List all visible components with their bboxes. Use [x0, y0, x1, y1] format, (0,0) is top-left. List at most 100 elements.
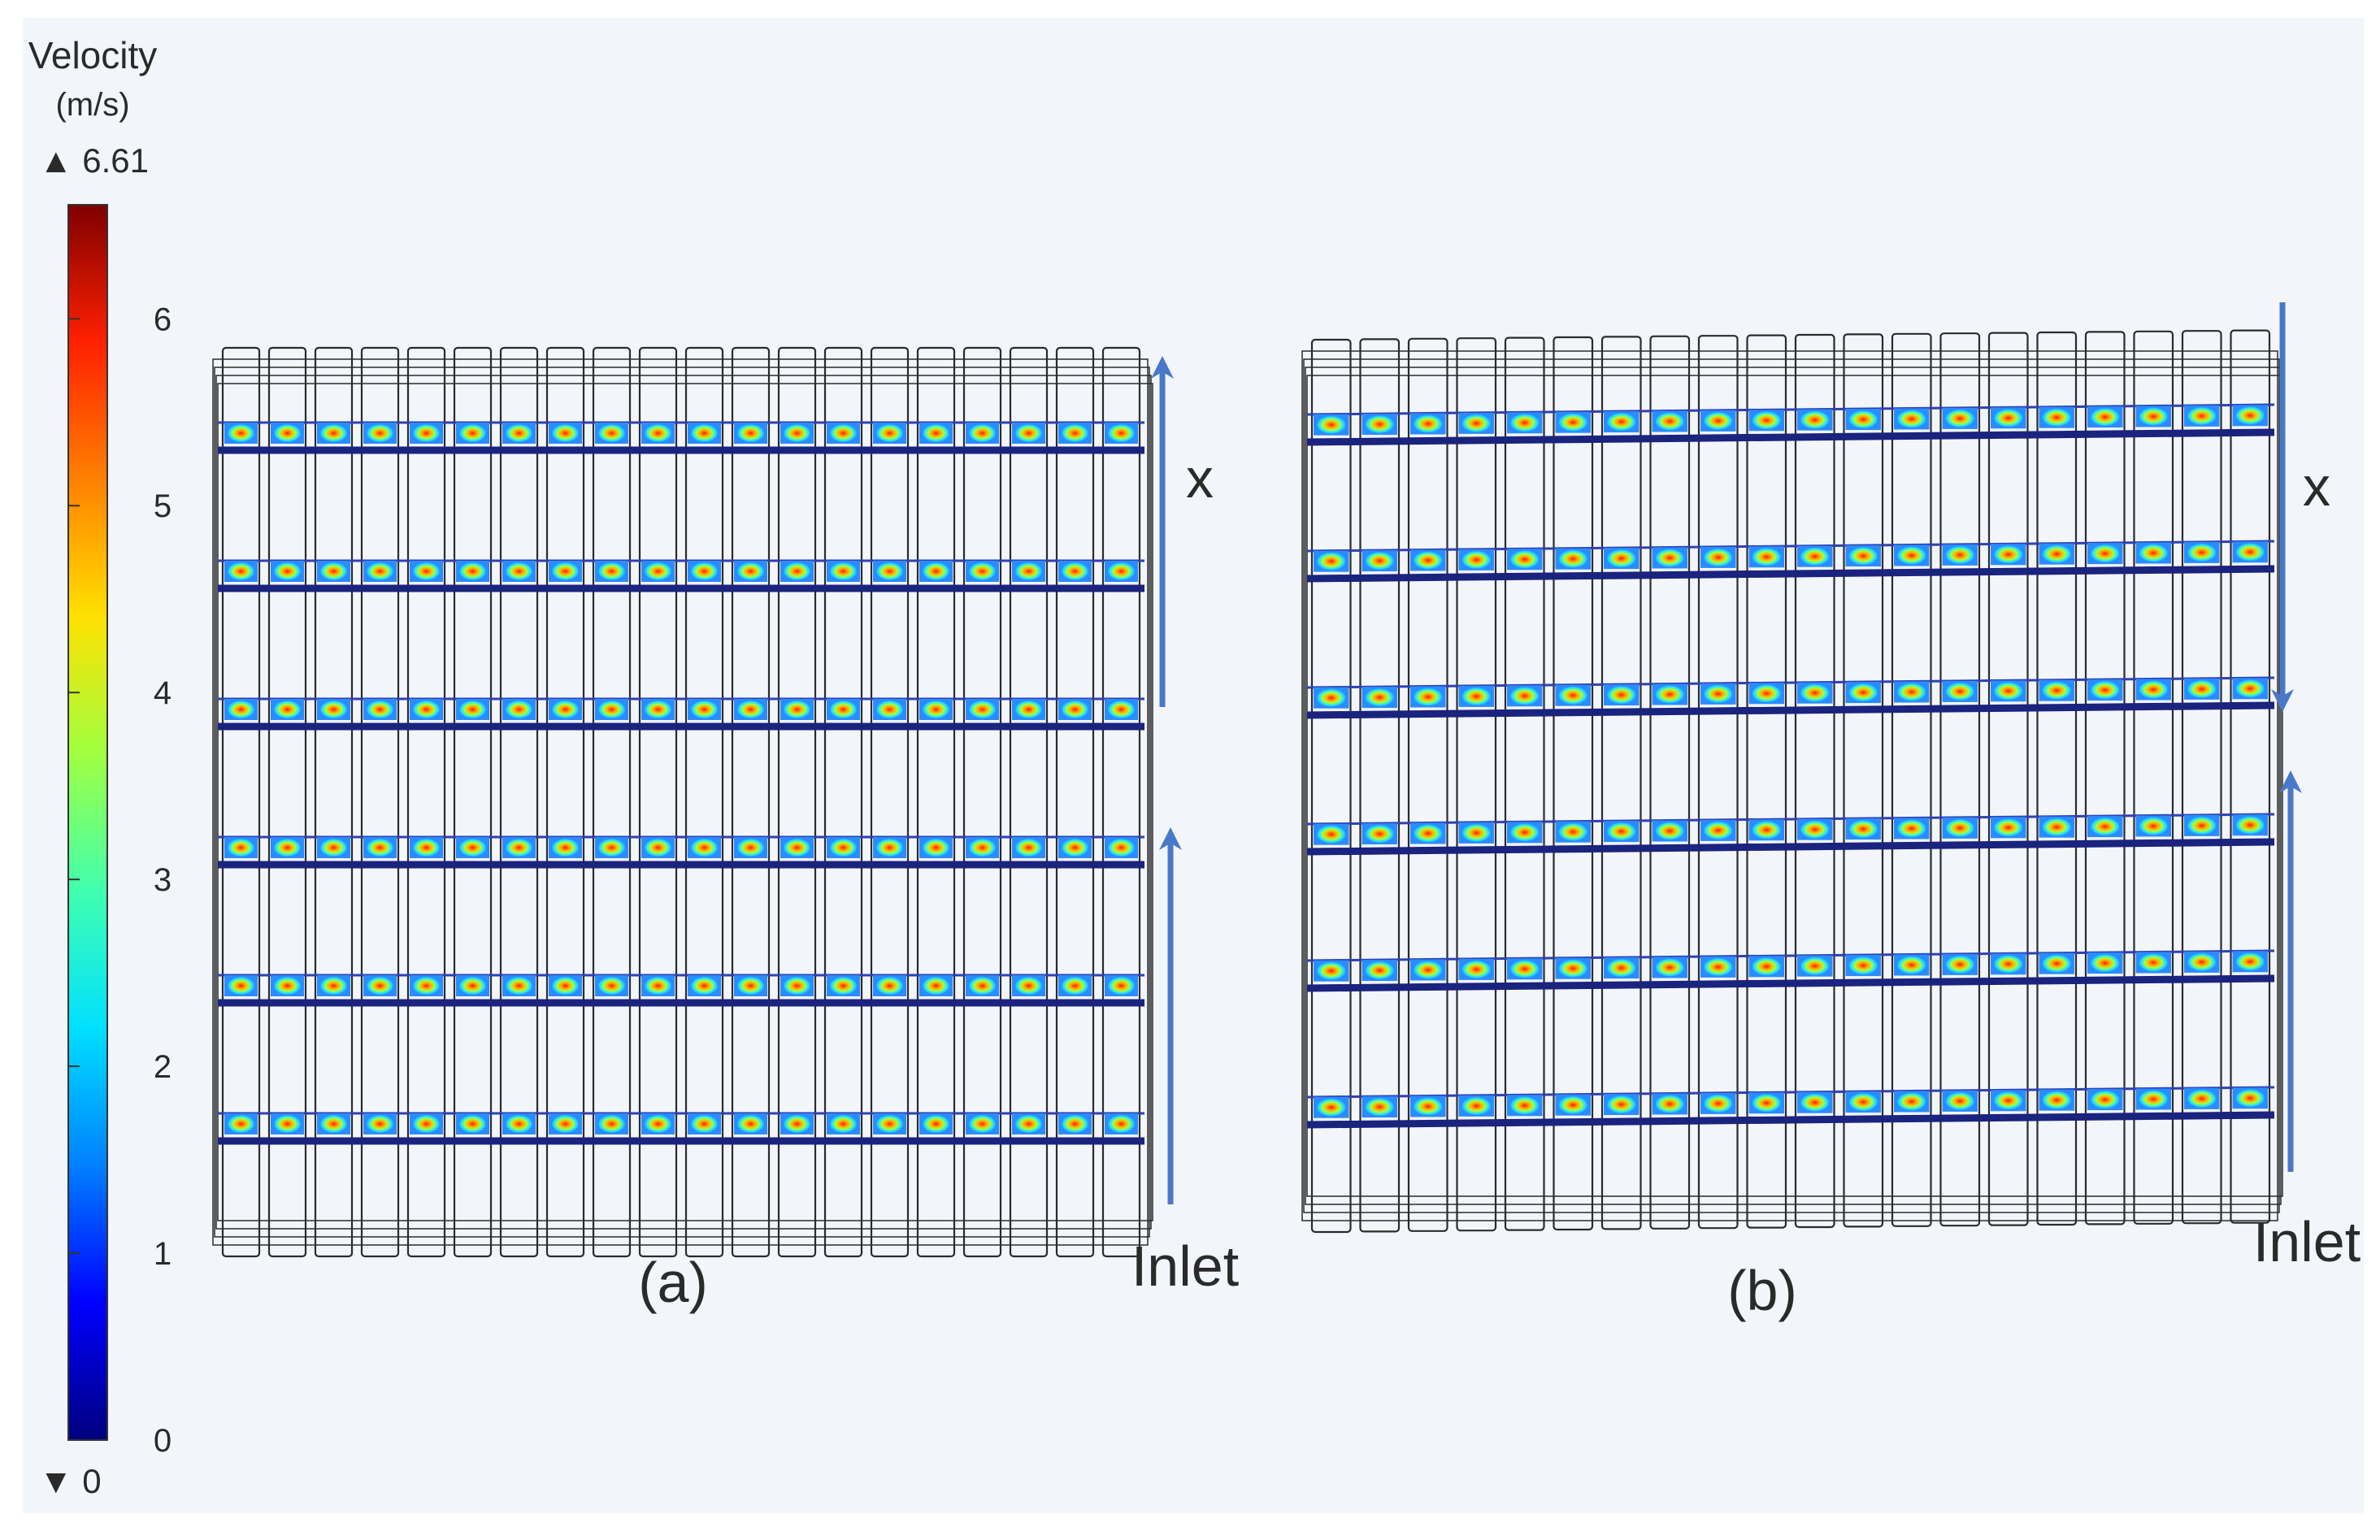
channel-outline: [2230, 329, 2271, 1224]
velocity-core: [1461, 550, 1491, 569]
velocity-core: [598, 701, 625, 718]
flow-band: [1306, 838, 2275, 856]
channel-outline: [499, 346, 539, 1258]
velocity-core: [1848, 683, 1878, 702]
velocity-core: [2235, 679, 2265, 698]
velocity-core: [2091, 544, 2120, 563]
velocity-core: [598, 1115, 625, 1133]
channel-outline: [1600, 336, 1642, 1230]
velocity-core: [1945, 409, 1974, 427]
panel-b: [1301, 329, 2283, 1234]
velocity-core: [1994, 1091, 2023, 1110]
velocity-core: [1062, 1115, 1088, 1133]
flow-band: [1306, 974, 2275, 992]
channel-outline: [1794, 333, 1835, 1229]
velocity-core: [320, 1115, 347, 1133]
channel-outline: [638, 346, 678, 1258]
velocity-core: [830, 977, 857, 995]
panel-b-x-label: x: [2303, 456, 2330, 518]
channel-outline: [1055, 346, 1095, 1258]
velocity-core: [923, 562, 949, 580]
velocity-core: [1800, 547, 1830, 566]
velocity-core: [552, 562, 579, 580]
velocity-core: [506, 839, 532, 857]
velocity-core: [2139, 407, 2168, 426]
velocity-core: [2042, 681, 2071, 700]
channel-outline: [1359, 338, 1401, 1233]
velocity-core: [552, 424, 579, 442]
velocity-core: [1510, 960, 1540, 978]
velocity-core: [1994, 955, 2023, 974]
velocity-core: [598, 562, 625, 580]
velocity-core: [1897, 410, 1926, 428]
velocity-core: [1897, 546, 1926, 565]
velocity-core: [1994, 409, 2023, 427]
velocity-core: [2091, 954, 2120, 973]
velocity-core: [830, 701, 857, 718]
velocity-core: [1108, 701, 1135, 718]
velocity-core: [1558, 549, 1587, 568]
velocity-core: [459, 977, 486, 995]
velocity-core: [691, 701, 718, 718]
velocity-core: [228, 839, 254, 857]
velocity-core: [1607, 686, 1636, 705]
velocity-core: [691, 977, 718, 995]
velocity-core: [1510, 823, 1540, 842]
channel-outline: [360, 346, 400, 1258]
panel-a-x-label: x: [1186, 448, 1214, 510]
velocity-core: [1704, 684, 1733, 703]
velocity-core: [1062, 562, 1088, 580]
velocity-core: [923, 1115, 949, 1133]
velocity-core: [1015, 1115, 1042, 1133]
velocity-core: [413, 562, 440, 580]
velocity-core: [274, 839, 301, 857]
channel-outline: [2133, 330, 2174, 1225]
velocity-core: [1414, 414, 1443, 433]
velocity-core: [228, 562, 254, 580]
velocity-core: [228, 424, 254, 442]
channel-outline: [1939, 332, 1981, 1227]
velocity-core: [1015, 977, 1042, 995]
channel-outline: [545, 346, 585, 1258]
channel-outline: [1746, 334, 1787, 1229]
velocity-core: [2187, 952, 2217, 971]
velocity-core: [2139, 1090, 2168, 1108]
velocity-core: [1317, 825, 1346, 844]
velocity-core: [1062, 839, 1088, 857]
velocity-core: [1704, 411, 1733, 430]
velocity-core: [2139, 680, 2168, 699]
velocity-core: [1945, 1091, 1974, 1110]
panel-a-arrows: x Inlet: [1131, 356, 1239, 1298]
channel-outline: [1553, 336, 1594, 1231]
channel-outline: [1697, 335, 1739, 1230]
colorbar-tick-label: 3: [154, 862, 172, 898]
velocity-core: [1317, 552, 1346, 570]
velocity-core: [923, 839, 949, 857]
velocity-core: [923, 424, 949, 442]
velocity-core: [1062, 977, 1088, 995]
velocity-core: [969, 562, 996, 580]
velocity-core: [228, 1115, 254, 1133]
velocity-core: [320, 701, 347, 718]
velocity-core: [691, 424, 718, 442]
velocity-core: [1365, 688, 1394, 707]
velocity-core: [1848, 957, 1878, 975]
velocity-core: [1558, 413, 1587, 432]
velocity-core: [1461, 960, 1491, 978]
channel-outline: [2036, 331, 2078, 1226]
velocity-core: [1317, 415, 1346, 434]
velocity-core: [1365, 1098, 1394, 1117]
velocity-core: [413, 977, 440, 995]
velocity-core: [2187, 543, 2217, 562]
outline-frame: [212, 358, 1149, 1246]
velocity-core: [1461, 823, 1491, 842]
panel-b-inlet-label: Inlet: [2253, 1210, 2360, 1273]
velocity-core: [1752, 411, 1781, 430]
velocity-core: [1108, 424, 1135, 442]
velocity-core: [2042, 1091, 2071, 1109]
channel-outline: [684, 346, 724, 1258]
velocity-core: [2091, 408, 2120, 427]
channel-outline: [592, 346, 632, 1258]
